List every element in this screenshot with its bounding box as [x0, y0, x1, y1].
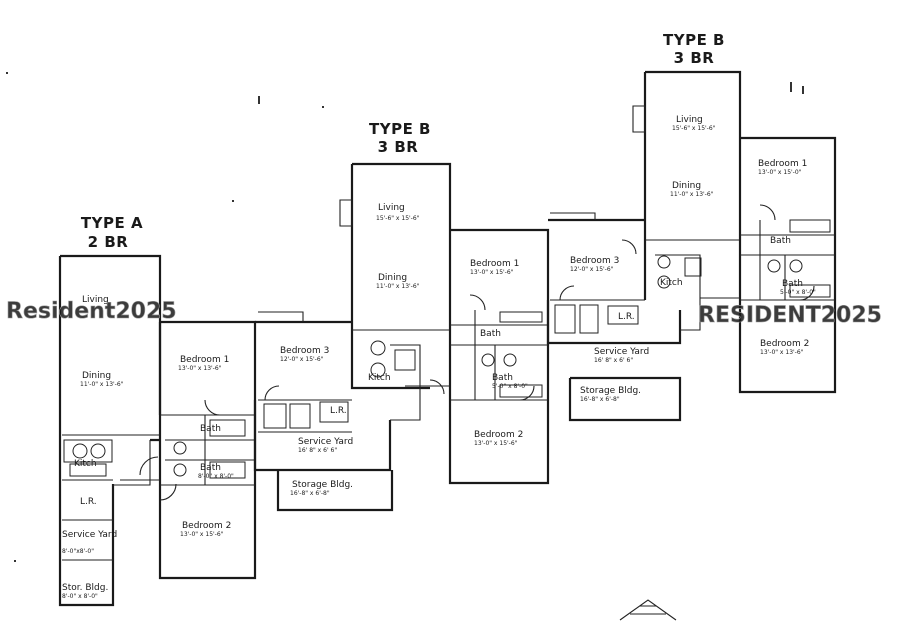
type-b1-title: TYPE B: [369, 120, 431, 138]
watermark-left: Resident2025: [6, 299, 177, 324]
type-b1-bed3-dims: 12'-0" x 15'-6": [280, 356, 324, 363]
type-b1-bath2-label: Bath: [492, 373, 513, 383]
type-a-living-label: Living: [82, 295, 109, 305]
type-b2-dining-dims: 11'-0" x 13'-6": [670, 191, 714, 198]
type-b2-bed2-dims: 13'-0" x 13'-6": [760, 349, 804, 356]
type-a-kitch-label: Kitch: [74, 459, 97, 469]
type-b1-storage-label: Storage Bldg.: [292, 480, 353, 490]
type-b2-living-label: Living: [676, 115, 703, 125]
type-b2-storage-dims: 16'-8" x 6'-8": [580, 396, 620, 403]
type-b1-lr-label: L.R.: [330, 406, 347, 416]
type-b1-bed2-dims: 13'-0" x 15'-6": [474, 440, 518, 447]
type-b2-title: TYPE B: [663, 31, 725, 49]
type-a-lr-label: L.R.: [80, 497, 97, 507]
type-b2-kitch-label: Kitch: [660, 278, 683, 288]
unit-type-b-middle: TYPE B 3 BR Bedroom 3 12'-0" x 15'-6" L.…: [253, 120, 550, 512]
type-b2-bath1-label: Bath: [770, 236, 791, 246]
type-b1-bed1-dims: 13'-0" x 15'-6": [470, 269, 514, 276]
type-b1-kitch-label: Kitch: [368, 373, 391, 383]
type-a-bed2-dims: 13'-0" x 15'-6": [180, 531, 224, 538]
type-a-bath2-dims: 8'-0" x 8'-0": [198, 473, 234, 480]
type-b2-bed1-dims: 13'-0" x 15'-0": [758, 169, 802, 176]
type-b2-service-label: Service Yard: [594, 347, 649, 357]
type-a-dining-dims: 11'-0" x 13'-6": [80, 381, 124, 388]
type-b2-service-dims: 16' 8" x 6' 6": [594, 357, 633, 364]
type-b1-dining-dims: 11'-0" x 13'-6": [376, 283, 420, 290]
type-a-stor-label: Stor. Bldg.: [62, 583, 108, 593]
type-b2-lr-label: L.R.: [618, 312, 635, 322]
type-b1-bed1-label: Bedroom 1: [470, 259, 519, 269]
type-b1-service-dims: 16' 8" x 6' 6": [298, 447, 337, 454]
type-a-subtitle: 2 BR: [88, 233, 129, 251]
type-b2-living-dims: 15'-6" x 15'-6": [672, 125, 716, 132]
scan-noise: [6, 72, 804, 621]
type-b2-bed3-dims: 12'-0" x 15'-6": [570, 266, 614, 273]
type-b1-service-label: Service Yard: [298, 437, 353, 447]
type-a-title: TYPE A: [81, 214, 143, 232]
type-b1-subtitle: 3 BR: [378, 138, 419, 156]
type-b2-dining-label: Dining: [672, 181, 701, 191]
type-b1-storage-dims: 16'-8" x 6'-8": [290, 490, 330, 497]
type-b1-bed3-label: Bedroom 3: [280, 346, 329, 356]
type-a-bed2-label: Bedroom 2: [182, 521, 231, 531]
type-a-service-label: Service Yard: [62, 530, 117, 540]
type-b1-bath1-label: Bath: [480, 329, 501, 339]
type-b2-bed1-label: Bedroom 1: [758, 159, 807, 169]
watermark-right: RESIDENT2025: [698, 303, 882, 328]
type-b2-subtitle: 3 BR: [674, 49, 715, 67]
unit-type-a: TYPE A 2 BR Living Dining 11'-0" x 13'-6…: [58, 214, 257, 607]
type-b2-bed3-label: Bedroom 3: [570, 256, 619, 266]
type-a-bed1-label: Bedroom 1: [180, 355, 229, 365]
type-a-bed1-dims: 13'-0" x 13'-6": [178, 365, 222, 372]
type-b1-bath2-dims: 5'-0" x 8'-0": [492, 383, 528, 390]
type-a-bath2-label: Bath: [200, 463, 221, 473]
unit-type-b-right: TYPE B 3 BR Bedroom 3 12'-0" x 15'-6" L.…: [546, 31, 837, 422]
type-b2-storage-label: Storage Bldg.: [580, 386, 641, 396]
type-b1-dining-label: Dining: [378, 273, 407, 283]
walkway-lines: [120, 297, 740, 481]
type-b1-bed2-label: Bedroom 2: [474, 430, 523, 440]
type-a-service-dims: 8'-0"x8'-0": [62, 548, 94, 555]
type-b1-living-dims: 15'-6" x 15'-6": [376, 215, 420, 222]
type-b2-bath2-dims: 5'-0" x 8'-0": [780, 289, 816, 296]
type-a-bath1-label: Bath: [200, 424, 221, 434]
type-a-stor-dims: 8'-0" x 8'-0": [62, 593, 98, 600]
type-b1-living-label: Living: [378, 203, 405, 213]
type-b2-bath2-label: Bath: [782, 279, 803, 289]
type-a-dining-label: Dining: [82, 371, 111, 381]
type-b2-bed2-label: Bedroom 2: [760, 339, 809, 349]
